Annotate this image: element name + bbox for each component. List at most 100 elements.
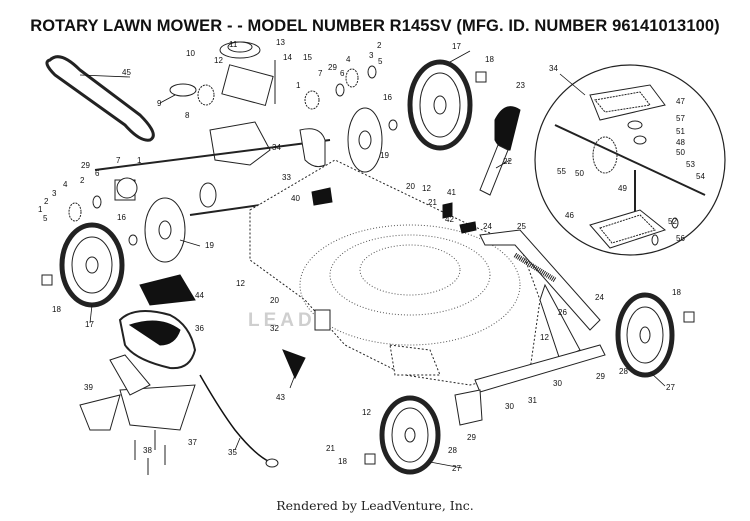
callout-6: 6 (340, 69, 345, 78)
callout-12d: 12 (540, 333, 549, 342)
callout-16: 16 (383, 93, 392, 102)
wheel-left-upper (407, 59, 473, 151)
callout-34b: 34 (549, 64, 558, 73)
callout-49: 49 (618, 184, 627, 193)
callout-28: 28 (619, 367, 628, 376)
decal-41 (442, 202, 453, 219)
callout-14: 14 (283, 53, 292, 62)
callout-54: 54 (696, 172, 705, 181)
drive-shaft (94, 139, 331, 171)
callout-20b: 20 (270, 296, 279, 305)
callout-2c: 2 (44, 197, 49, 206)
callout-30: 30 (553, 379, 562, 388)
callout-17b: 17 (85, 320, 94, 329)
handle-upper (479, 229, 601, 331)
callout-12c: 12 (236, 279, 245, 288)
callout-6b: 6 (95, 169, 100, 178)
callout-10: 10 (186, 49, 195, 58)
callout-7: 7 (318, 69, 323, 78)
mower-deck (249, 159, 541, 386)
callout-11: 11 (229, 40, 238, 49)
callout-47: 47 (676, 97, 685, 106)
callout-18: 18 (485, 55, 494, 64)
callout-37: 37 (188, 438, 197, 447)
callout-15: 15 (303, 53, 312, 62)
callout-16b: 16 (117, 213, 126, 222)
callout-50b: 50 (575, 169, 584, 178)
drive-belt (45, 55, 155, 142)
callout-29: 29 (328, 63, 337, 72)
callout-56: 56 (676, 234, 685, 243)
callout-34: 34 (272, 143, 281, 152)
callout-12: 12 (214, 56, 223, 65)
callout-27: 27 (666, 383, 675, 392)
callout-5: 5 (378, 57, 383, 66)
callout-29b: 29 (81, 161, 90, 170)
callout-27b: 27 (452, 464, 461, 473)
callout-41: 41 (447, 188, 456, 197)
callout-12e: 12 (362, 408, 371, 417)
transmission-bracket (221, 64, 274, 107)
bearing-pinion (304, 90, 320, 110)
callout-23: 23 (516, 81, 525, 90)
callout-32: 32 (270, 324, 279, 333)
callout-55: 55 (557, 167, 566, 176)
wheel-right-rear (615, 292, 675, 378)
callout-3b: 3 (52, 189, 57, 198)
gearbox (209, 121, 271, 166)
callout-29c: 29 (596, 372, 605, 381)
callout-43: 43 (276, 393, 285, 402)
callout-53: 53 (686, 160, 695, 169)
footer-credit: Rendered by LeadVenture, Inc. (276, 498, 474, 513)
callout-18c: 18 (672, 288, 681, 297)
callout-57: 57 (676, 114, 685, 123)
callout-3: 3 (369, 51, 374, 60)
deck-dome (299, 224, 521, 346)
callout-2: 2 (377, 41, 382, 50)
drive-gear-left (68, 202, 82, 222)
callout-7b: 7 (116, 156, 121, 165)
callout-31: 31 (528, 396, 537, 405)
decal-43 (282, 349, 306, 380)
grass-bag-top (139, 274, 196, 306)
callout-19b: 19 (205, 241, 214, 250)
callout-17: 17 (452, 42, 461, 51)
throttle-cable (199, 374, 271, 463)
callout-36: 36 (195, 324, 204, 333)
callout-48: 48 (676, 138, 685, 147)
rear-flap (119, 384, 196, 431)
idler-pulley (169, 83, 197, 97)
callout-4b: 4 (63, 180, 68, 189)
height-adjuster-handle (494, 106, 521, 151)
callout-8: 8 (185, 111, 190, 120)
callout-30b: 30 (505, 402, 514, 411)
callout-20: 20 (406, 182, 415, 191)
callout-4: 4 (346, 55, 351, 64)
callout-28b: 28 (448, 446, 457, 455)
callout-40: 40 (291, 194, 300, 203)
callout-1c: 1 (38, 205, 43, 214)
callout-21: 21 (428, 198, 437, 207)
callout-5b: 5 (43, 214, 48, 223)
callout-24: 24 (483, 222, 492, 231)
callout-33: 33 (282, 173, 291, 182)
diagram-title: ROTARY LAWN MOWER - - MODEL NUMBER R145S… (30, 17, 720, 35)
callout-13: 13 (276, 38, 285, 47)
callout-52: 52 (668, 217, 677, 226)
callout-1b: 1 (137, 156, 142, 165)
callout-26: 26 (558, 308, 567, 317)
bevel-gear (592, 136, 618, 174)
callout-46: 46 (565, 211, 574, 220)
callout-38: 38 (143, 446, 152, 455)
callout-12b: 12 (422, 184, 431, 193)
wheel-right-front (379, 395, 441, 475)
wheel-left-lower (59, 222, 125, 308)
callout-25: 25 (517, 222, 526, 231)
callout-18d: 18 (338, 457, 347, 466)
bracket-39 (79, 394, 121, 431)
callout-44: 44 (195, 291, 204, 300)
axle-rear (474, 344, 606, 393)
decal-42 (459, 221, 477, 234)
callout-51: 51 (676, 127, 685, 136)
